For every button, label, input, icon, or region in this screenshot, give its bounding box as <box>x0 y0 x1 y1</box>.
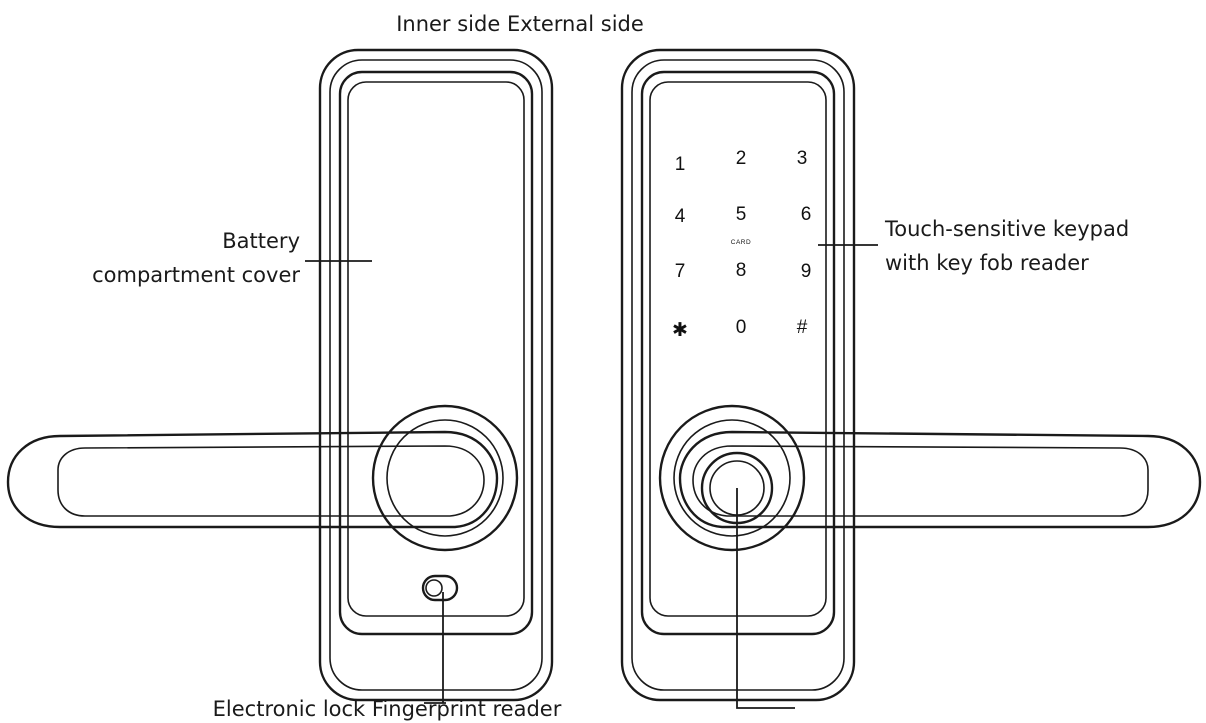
external-rosette-inner <box>673 419 791 537</box>
card-reader-label: CARD <box>731 239 751 246</box>
key-3[interactable]: 3 <box>797 148 808 169</box>
external-plate-middle <box>631 59 845 691</box>
keypad-label-line2: with key fob reader <box>885 251 1089 275</box>
key-star[interactable]: ✱ <box>672 320 688 341</box>
external-rosette-outer <box>658 404 806 552</box>
battery-label-line2: compartment cover <box>92 263 300 287</box>
key-9[interactable]: 9 <box>801 261 812 282</box>
inner-lever-inner-outline <box>57 445 485 517</box>
diagram-title: Inner side External side <box>396 12 644 36</box>
key-7[interactable]: 7 <box>675 261 686 282</box>
battery-label-line1: Battery <box>222 229 300 253</box>
fingerprint-leader-line <box>736 488 795 709</box>
external-lever-handle <box>678 430 1202 529</box>
inner-rosette-inner <box>386 419 504 537</box>
key-hash[interactable]: # <box>797 317 808 338</box>
key-1[interactable]: 1 <box>675 154 686 175</box>
inner-plate-middle <box>329 59 543 691</box>
electronic-lock-knob <box>421 574 459 602</box>
key-5[interactable]: 5 <box>736 204 747 225</box>
key-2[interactable]: 2 <box>736 148 747 169</box>
external-lever-inner-outline <box>692 445 1149 517</box>
inner-plate-outer <box>318 48 554 702</box>
key-4[interactable]: 4 <box>675 206 686 227</box>
external-panel <box>640 70 836 636</box>
inner-lever-handle <box>6 430 499 529</box>
inner-side-unit <box>6 48 554 702</box>
external-plate-outer <box>620 48 856 702</box>
external-panel-inset <box>649 81 827 617</box>
external-side-unit: 1 2 3 4 5 6 CARD 7 8 9 ✱ 0 # <box>620 48 1202 702</box>
inner-rosette-outer <box>371 404 519 552</box>
key-6[interactable]: 6 <box>801 204 812 225</box>
touch-keypad[interactable]: 1 2 3 4 5 6 CARD 7 8 9 ✱ 0 # <box>672 148 811 341</box>
battery-cover-inset <box>347 81 525 617</box>
bottom-label: Electronic lock Fingerprint reader <box>213 697 562 721</box>
battery-compartment-cover <box>338 70 534 636</box>
keypad-label-line1: Touch-sensitive keypad <box>884 217 1129 241</box>
key-0[interactable]: 0 <box>736 317 747 338</box>
key-8[interactable]: 8 <box>736 260 747 281</box>
